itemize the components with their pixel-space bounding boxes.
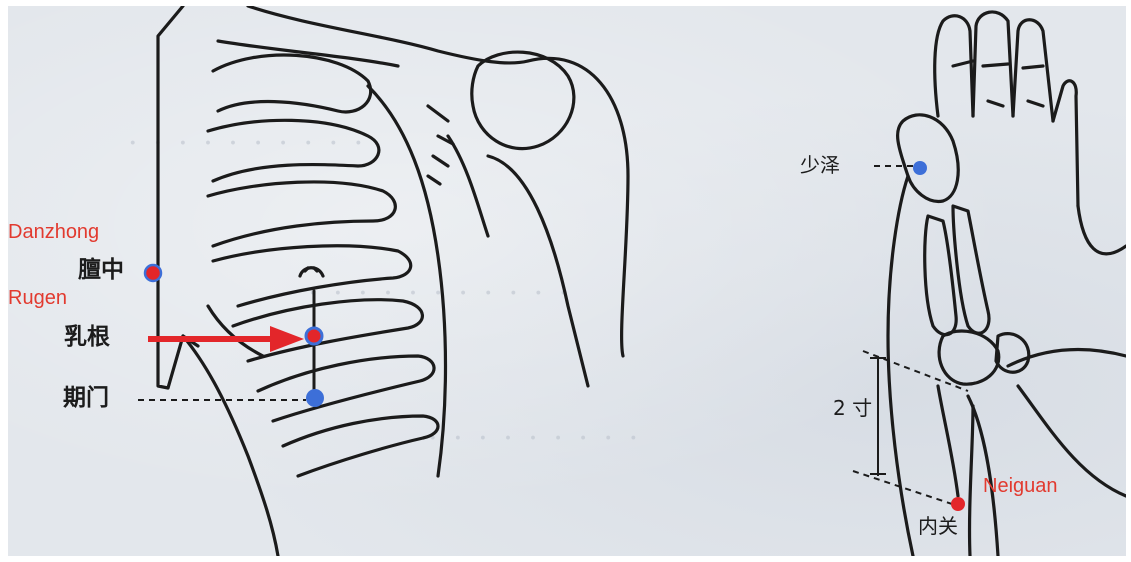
metacarpal-bone	[925, 216, 956, 335]
finger-creases	[953, 61, 1043, 106]
rib	[233, 300, 422, 361]
costal-margin	[183, 336, 278, 556]
qimen-point	[306, 389, 324, 407]
ring-finger	[1013, 20, 1053, 121]
measure-label: 2 寸	[833, 398, 872, 418]
ribcage-lower	[208, 306, 263, 356]
rib	[283, 416, 438, 476]
rib	[258, 356, 434, 421]
danzhong-point	[145, 265, 161, 281]
rib	[208, 120, 379, 181]
nipple-mark	[300, 268, 323, 276]
thumb	[898, 115, 959, 202]
scapula-mark	[428, 106, 453, 184]
carpal-bone	[939, 331, 999, 384]
clavicle-lower	[218, 41, 398, 66]
qimen-cn-label: 期门	[63, 387, 109, 410]
armpit	[448, 136, 488, 236]
rib	[213, 55, 371, 112]
rugen-en-label: Rugen	[8, 288, 67, 308]
palm-outline	[1078, 206, 1126, 254]
rib	[213, 246, 411, 306]
anatomy-illustration	[8, 6, 1126, 556]
hand-outline	[888, 176, 913, 556]
metacarpal-bone	[953, 206, 989, 333]
little-finger	[1053, 81, 1078, 206]
diagram-stage: · · · · · · · · · · · · · · · · · · · · …	[8, 6, 1126, 556]
shaoze-cn-label: 少泽	[800, 155, 840, 175]
danzhong-en-label: Danzhong	[8, 222, 99, 242]
rugen-point	[306, 328, 322, 344]
rib	[208, 182, 395, 246]
upper-arm	[488, 156, 588, 386]
danzhong-cn-label: 膻中	[78, 259, 124, 282]
measure-line-bottom	[853, 471, 958, 506]
rugen-cn-label: 乳根	[64, 326, 110, 349]
neiguan-en-label: Neiguan	[983, 476, 1058, 496]
shoulder-contour	[528, 58, 628, 356]
neiguan-point	[951, 497, 965, 511]
sternum-line	[158, 6, 198, 388]
forearm-bone-inner	[970, 406, 973, 556]
shaoze-point	[913, 161, 927, 175]
carpal-bone	[996, 334, 1029, 373]
radius-bone	[938, 386, 958, 496]
neiguan-cn-label: 内关	[918, 516, 958, 536]
shoulder-joint	[472, 52, 574, 149]
measure-bracket	[870, 356, 886, 476]
